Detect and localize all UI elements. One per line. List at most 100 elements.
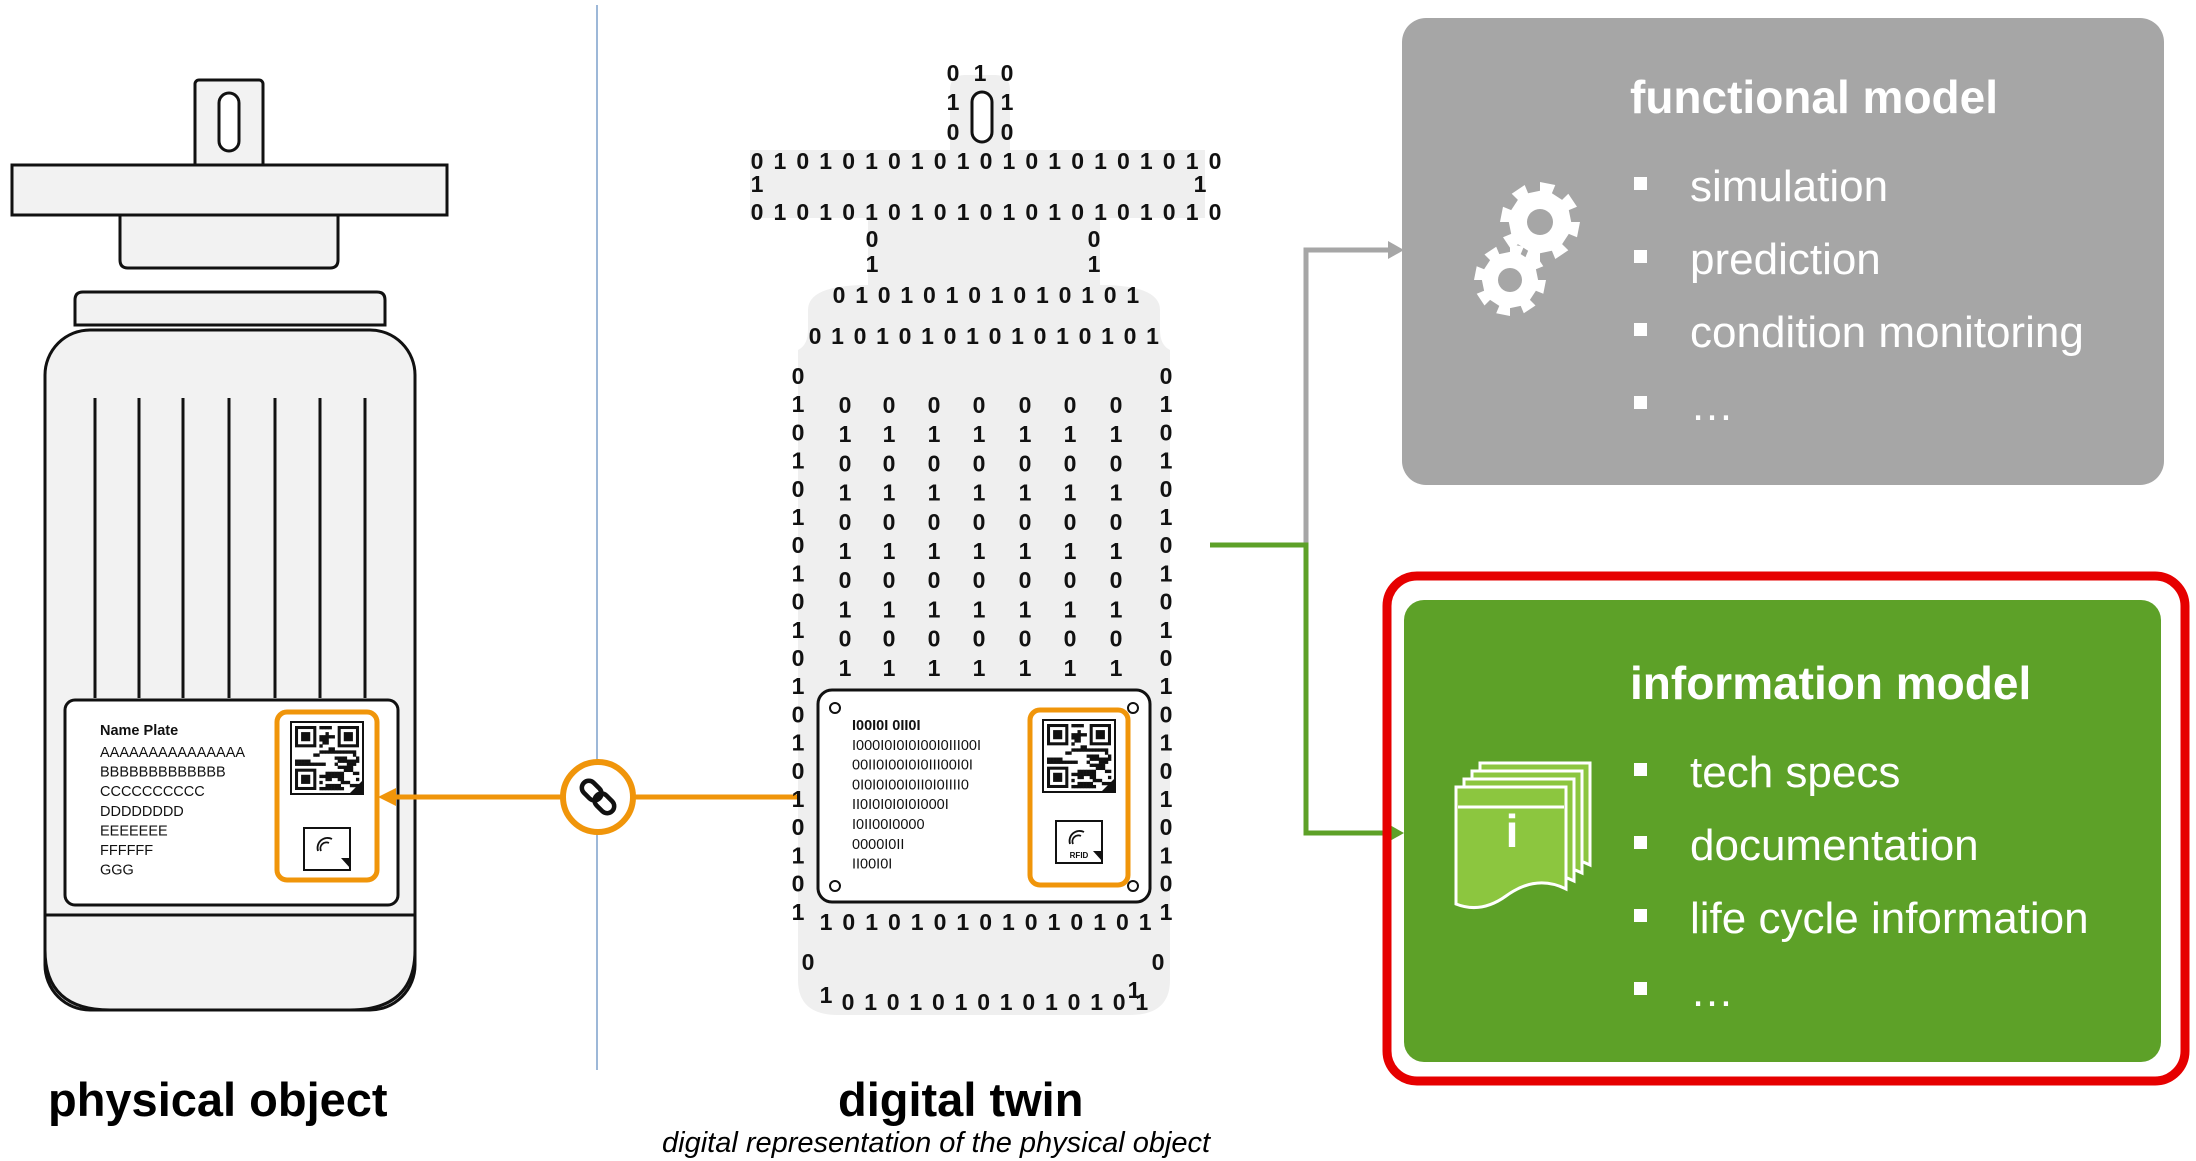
binary-digit: 1 [1160,730,1173,756]
binary-digit: 0 [973,626,986,652]
binary-digit: 0 [944,323,957,349]
rfid-tag-icon [303,827,351,871]
binary-digit: 0 [980,148,993,174]
binary-digit: 1 [1081,282,1094,308]
binary-digit: 1 [1094,148,1107,174]
binary-digit: 1 [921,323,934,349]
binary-digit: 1 [955,989,968,1015]
information-model-panel: information model tech specsdocumentatio… [1382,571,2190,1086]
binary-digit: 0 [1163,148,1176,174]
binary-digit: 0 [1116,909,1129,935]
binary-digit: 0 [839,567,852,593]
binary-digit: 1 [839,538,852,564]
binary-digit: 0 [1025,909,1038,935]
binary-digit: 0 [1064,509,1077,535]
binary-digit: 0 [833,282,846,308]
qr-code-icon [1042,719,1116,793]
binary-digit: 1 [865,909,878,935]
binary-digit: 0 [802,949,815,975]
binary-digit: 0 [792,871,805,897]
binary-digit: 0 [792,363,805,389]
binary-digit: 1 [909,989,922,1015]
binary-digit: 0 [1160,419,1173,445]
twin-nameplate-line: II00I0I [852,857,892,873]
binary-digit: 1 [1186,148,1199,174]
binary-digit: 1 [1110,538,1123,564]
binary-digit: 0 [1117,148,1130,174]
binary-digit: 1 [1093,909,1106,935]
twin-nameplate-line: I00I0I 0II0I [852,718,921,734]
binary-digit: 0 [932,989,945,1015]
binary-digit: 0 [839,626,852,652]
twin-nameplate-line: 0000I0II [852,837,904,853]
binary-digit: 0 [1160,363,1173,389]
qr-code-icon [290,721,364,795]
nameplate-line: DDDDDDDD [100,804,184,820]
binary-digit: 0 [888,909,901,935]
binary-digit: 1 [1064,421,1077,447]
binary-digit: 0 [809,323,822,349]
twin-nameplate-line: I000I0I0I0I00I0III00I [852,738,981,754]
binary-digit: 1 [1001,89,1014,115]
binary-digit: 1 [911,909,924,935]
bullet-icon [1634,836,1647,849]
binary-digit: 1 [1110,480,1123,506]
binary-digit: 0 [1160,871,1173,897]
binary-digit: 0 [1034,323,1047,349]
binary-digit: 0 [899,323,912,349]
binary-digit: 1 [928,421,941,447]
nameplate-text: Name PlateAAAAAAAAAAAAAAABBBBBBBBBBBBBCC… [100,723,245,879]
binary-digit: 0 [1160,645,1173,671]
binary-digit: 1 [855,282,868,308]
binary-digit: 1 [792,899,805,925]
twin-nameplate-line: I0II00I0000 [852,817,925,833]
binary-digit: 1 [973,538,986,564]
binary-digit: 0 [1019,450,1032,476]
binary-digit: 1 [1160,448,1173,474]
twin-nameplate-line: II0I0I0I0I0I000I [852,797,949,813]
physical-object-motor: Name PlateAAAAAAAAAAAAAAABBBBBBBBBBBBBCC… [10,78,449,1012]
binary-digit: 0 [1001,119,1014,145]
binary-digit: 1 [1160,391,1173,417]
binary-digit: 0 [1160,532,1173,558]
binary-digit: 0 [934,909,947,935]
binary-digit: 0 [947,119,960,145]
binary-digit: 0 [839,509,852,535]
binary-digit: 1 [1094,199,1107,225]
binary-digit: 1 [1128,977,1141,1003]
binary-digit: 1 [792,504,805,530]
binary-digit: 0 [842,199,855,225]
binary-digit: 1 [974,60,987,86]
binary-digit: 0 [883,450,896,476]
binary-digit: 1 [792,786,805,812]
binary-digit: 0 [883,392,896,418]
twin-nameplate-line: 0I0I0I00I0II0I0IIII0 [852,777,969,793]
binary-digit: 0 [928,392,941,418]
binary-digit: 0 [934,199,947,225]
binary-digit: 0 [887,989,900,1015]
binary-digit: 1 [819,199,832,225]
cooling-fins [93,398,367,698]
list-item: … [1690,967,1734,1016]
binary-digit: 1 [1019,655,1032,681]
binary-digit: 1 [956,909,969,935]
binary-digit: 0 [854,323,867,349]
list-item: condition monitoring [1690,308,2084,357]
binary-digit: 0 [878,282,891,308]
binary-digit: 1 [883,480,896,506]
binary-digit: 1 [792,448,805,474]
binary-digit: 1 [1019,480,1032,506]
binary-digit: 0 [1160,476,1173,502]
binary-digit: 1 [1160,673,1173,699]
binary-digit: 0 [751,199,764,225]
binary-digit: 0 [1110,509,1123,535]
binary-digit: 1 [973,421,986,447]
binary-digit: 0 [989,323,1002,349]
information-model-title: information model [1630,657,2031,709]
binary-digit: 0 [1209,148,1222,174]
binary-digit: 1 [1003,199,1016,225]
binary-digit: 0 [792,476,805,502]
binary-digit: 0 [1160,814,1173,840]
binary-digit: 1 [928,480,941,506]
